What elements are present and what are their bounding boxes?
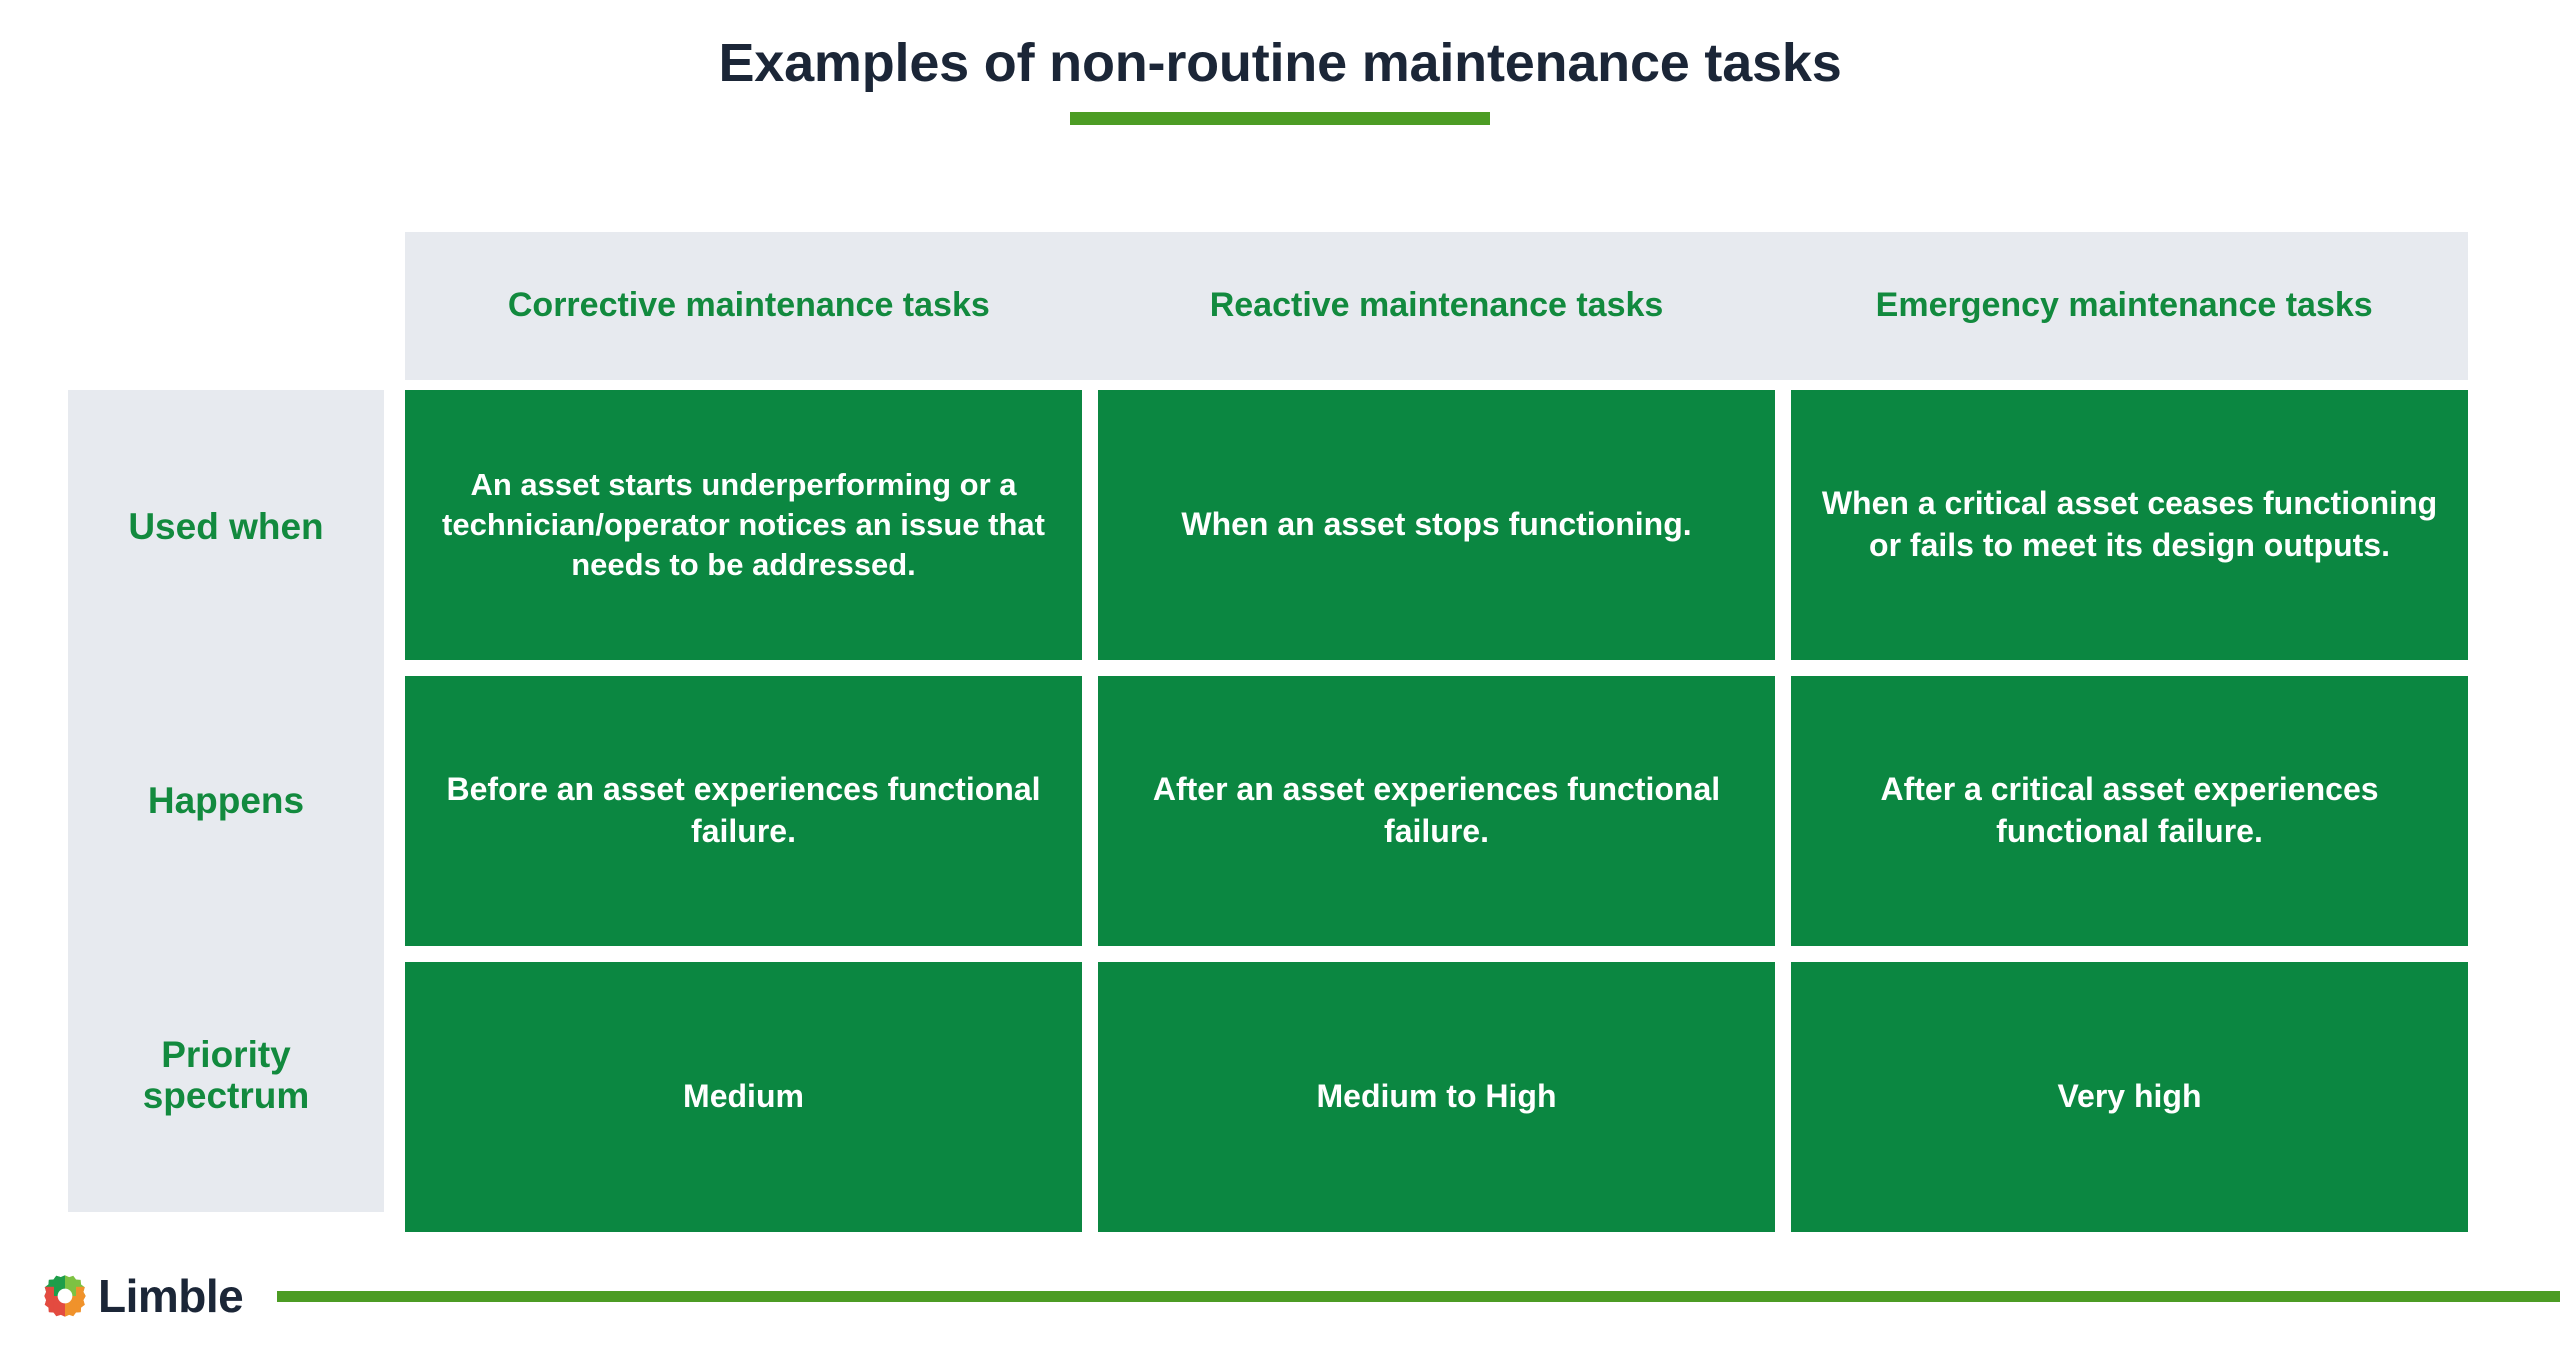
title-block: Examples of non-routine maintenance task… [0, 33, 2560, 126]
cell-priority-reactive: Medium to High [1098, 962, 1775, 1232]
column-header-emergency: Emergency maintenance tasks [1780, 232, 2468, 380]
cell-text: When a critical asset ceases functioning… [1821, 485, 2438, 563]
column-header-reactive: Reactive maintenance tasks [1093, 232, 1781, 380]
cell-text: Medium [683, 1078, 804, 1115]
cell-happens-emergency: After a critical asset experiences funct… [1791, 676, 2468, 946]
row-label-column: Used when Happens Priority spectrum [68, 390, 384, 1212]
cell-text: An asset starts underperforming or a tec… [442, 466, 1045, 583]
cell-happens-reactive: After an asset experiences functional fa… [1098, 676, 1775, 946]
column-header-corrective: Corrective maintenance tasks [405, 232, 1093, 380]
column-header-label: Reactive maintenance tasks [1209, 286, 1664, 325]
cell-used-when-corrective: An asset starts underperforming or a tec… [405, 390, 1082, 660]
footer: Limble [0, 1261, 2560, 1331]
row-label-priority-spectrum: Priority spectrum [68, 938, 384, 1212]
matrix-cell-grid: An asset starts underperforming or a tec… [405, 390, 2468, 1232]
row-label-text: Happens [147, 780, 305, 822]
row-label-happens: Happens [68, 664, 384, 938]
cell-text: Before an asset experiences functional f… [446, 771, 1041, 849]
cell-priority-emergency: Very high [1791, 962, 2468, 1232]
footer-rule [277, 1290, 2560, 1302]
column-header-label: Corrective maintenance tasks [507, 286, 990, 325]
brand-name: Limble [98, 1270, 244, 1322]
comparison-matrix: Corrective maintenance tasks Reactive ma… [68, 232, 2468, 1232]
cell-text: After an asset experiences functional fa… [1152, 771, 1721, 849]
brand-logo: Limble [42, 1270, 244, 1322]
cell-text: Medium to High [1316, 1078, 1557, 1115]
row-label-used-when: Used when [68, 390, 384, 664]
column-header-label: Emergency maintenance tasks [1875, 286, 2373, 325]
row-label-text: Priority spectrum [142, 1033, 310, 1116]
cell-text: Very high [2057, 1078, 2202, 1115]
cell-text: When an asset stops functioning. [1181, 506, 1692, 543]
column-header-band: Corrective maintenance tasks Reactive ma… [405, 232, 2468, 380]
cell-used-when-reactive: When an asset stops functioning. [1098, 390, 1775, 660]
cell-used-when-emergency: When a critical asset ceases functioning… [1791, 390, 2468, 660]
limble-gear-logo-icon [44, 1275, 86, 1317]
title-underline-bar [1070, 112, 1490, 126]
row-label-text: Used when [128, 506, 324, 548]
page-title: Examples of non-routine maintenance task… [718, 33, 1842, 93]
cell-text: After a critical asset experiences funct… [1880, 771, 2379, 849]
cell-happens-corrective: Before an asset experiences functional f… [405, 676, 1082, 946]
cell-priority-corrective: Medium [405, 962, 1082, 1232]
